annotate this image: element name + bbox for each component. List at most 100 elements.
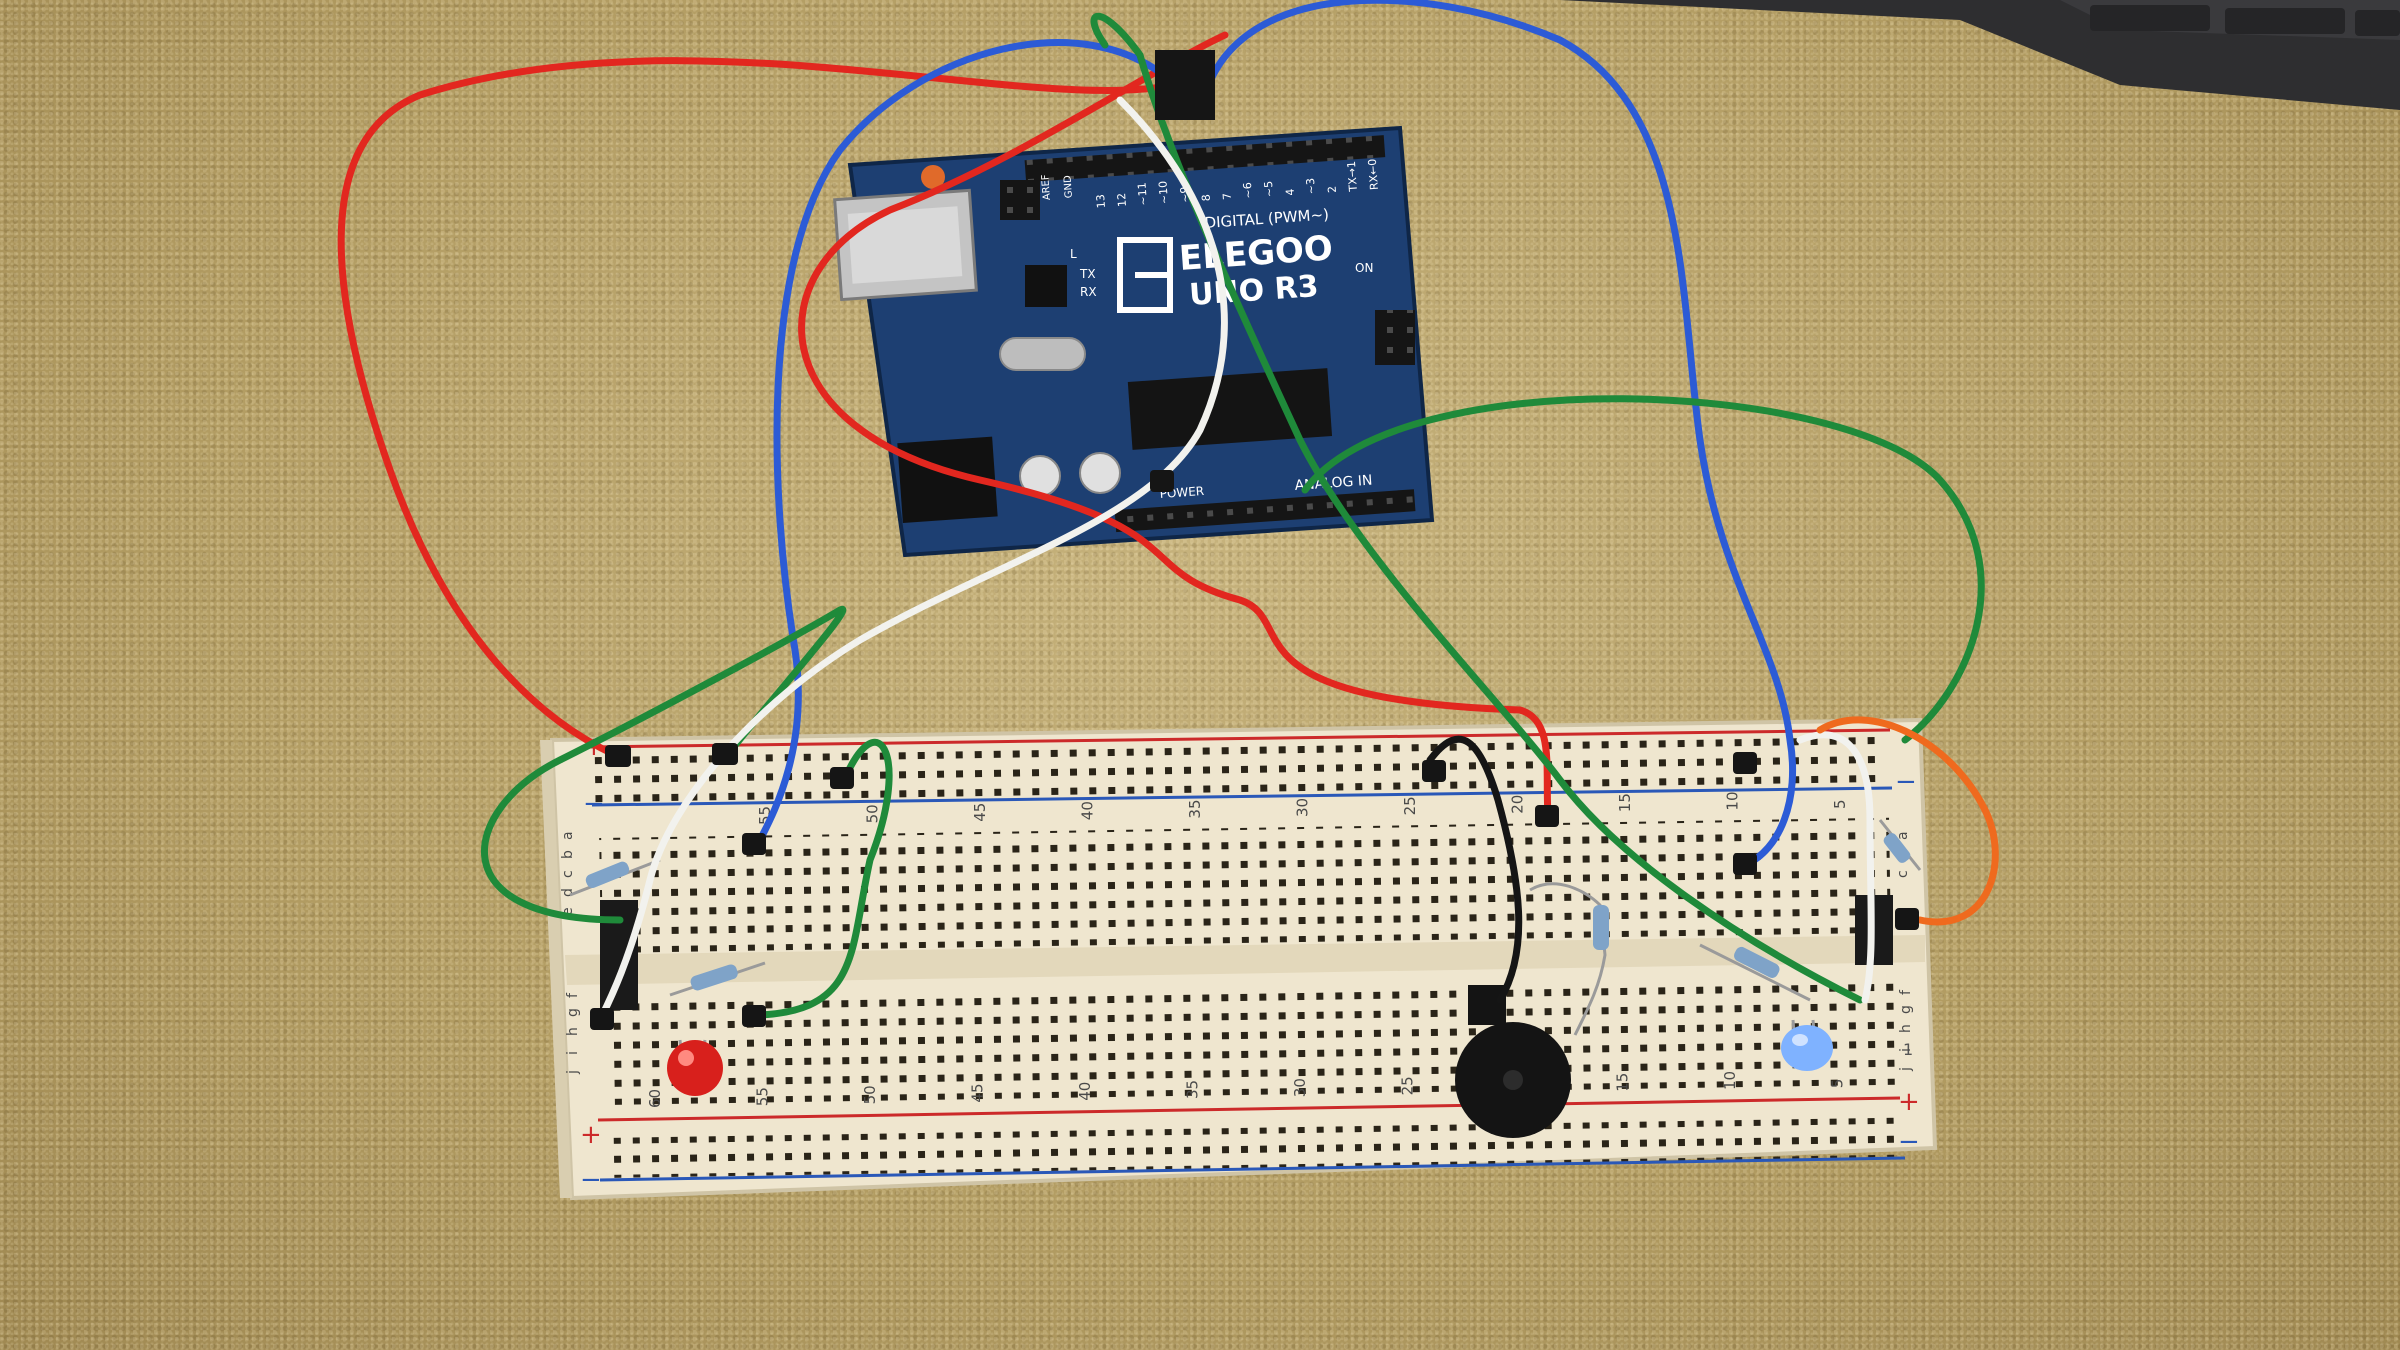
blue-wire [756, 39, 1174, 844]
row-letter: a [1895, 831, 1911, 840]
pin-number-label: ~6 [1241, 182, 1255, 199]
tx-label: TX [1079, 267, 1096, 281]
red-wire [798, 31, 1552, 819]
bottom-column-number: 25 [1399, 1076, 1417, 1095]
pin-number-label: RX←0 [1366, 158, 1381, 190]
top-column-number: 45 [971, 803, 989, 822]
piezo-buzzer [1455, 985, 1571, 1138]
mcu-chip [1127, 368, 1333, 450]
top-column-number: 50 [864, 804, 882, 823]
top-red-rail-line [589, 728, 1891, 749]
row-letter: f [1898, 989, 1914, 995]
gnd-label: GND [1062, 175, 1075, 199]
row-letter: a [560, 831, 576, 840]
row-letter: g [1898, 1005, 1914, 1014]
power-jack [897, 436, 998, 524]
row-letter: i [565, 1051, 581, 1055]
bottom-column-number: 15 [1614, 1073, 1632, 1092]
top-column-number: 35 [1186, 800, 1204, 819]
black-wire [1426, 735, 1523, 1004]
pin-number-label: TX→1 [1345, 161, 1360, 193]
bottom-column-number: 40 [1076, 1082, 1094, 1101]
top-column-number: 15 [1616, 793, 1634, 812]
top-column-number: 5 [1831, 799, 1849, 809]
row-letter: i [1898, 1048, 1914, 1052]
top-column-number: 30 [1294, 798, 1312, 817]
bottom-column-number: 5 [1829, 1079, 1847, 1089]
bottom-column-number: 50 [861, 1085, 879, 1104]
bottom-column-number: 55 [754, 1087, 772, 1106]
row-letter: g [565, 1008, 581, 1017]
keyboard-corner [1560, 0, 2400, 110]
pin-number-label: 2 [1326, 185, 1339, 193]
rail-plus-bottom-right: + [1898, 1087, 1920, 1117]
rail-minus-bottom-left: − [580, 1165, 602, 1195]
rail-minus-top-right: − [1895, 767, 1917, 797]
right-edge-number: 1 [1903, 1040, 1913, 1059]
green-wire [1090, 12, 1864, 1004]
crystal [999, 337, 1086, 371]
bottom-column-number: 35 [1184, 1080, 1202, 1099]
on-label: ON [1355, 261, 1373, 275]
l-label: L [1070, 247, 1077, 261]
row-letter: f [565, 992, 581, 998]
bottom-column-number: 10 [1721, 1071, 1739, 1090]
jumper-wires [337, 0, 1999, 1030]
resistor [669, 961, 766, 997]
row-letter: e [560, 907, 576, 916]
top-column-number: 40 [1079, 801, 1097, 820]
digital-header [1024, 135, 1386, 183]
arduino-board: ELEGOO UNO R3 DIGITAL (PWM~) ANALOG IN P… [833, 125, 1435, 558]
top-column-number: 25 [1401, 796, 1419, 815]
top-column-number: 20 [1509, 795, 1527, 814]
row-letter: c [560, 870, 576, 878]
white-wire [1796, 731, 1875, 1004]
rail-plus-bottom-left: + [580, 1120, 602, 1150]
pin-number-label: 13 [1094, 194, 1108, 209]
aref-label: AREF [1040, 174, 1053, 201]
bottom-column-number: 60 [646, 1089, 664, 1108]
reset-button [921, 165, 945, 189]
bottom-column-number: 30 [1291, 1078, 1309, 1097]
row-letter: d [560, 888, 576, 897]
pin-number-label: 12 [1115, 192, 1129, 207]
blue-led [1781, 1019, 1833, 1071]
pin-number-label: ~5 [1262, 180, 1276, 197]
row-letter: j [565, 1070, 581, 1075]
orange-wire [1816, 716, 1999, 926]
white-wire [596, 96, 1228, 1024]
pin-number-label: ~11 [1135, 182, 1150, 206]
pin-number-label: 8 [1200, 194, 1213, 202]
top-blue-rail-line [591, 786, 1893, 807]
pin-number-label: 7 [1221, 192, 1234, 200]
row-letter: h [565, 1027, 581, 1036]
row-letter: h [1898, 1024, 1914, 1033]
pin-number-label: ~10 [1156, 180, 1171, 204]
green-wire [1301, 395, 1985, 744]
red-wire [337, 57, 1219, 759]
blue-wire [1201, 0, 1797, 869]
row-letter: c [1895, 870, 1911, 878]
top-column-number: 10 [1724, 792, 1742, 811]
analog-header [1114, 489, 1416, 533]
pin-number-label: ~3 [1304, 178, 1318, 195]
row-letter: b [560, 850, 576, 859]
resistor [1699, 943, 1811, 1002]
green-wire [756, 738, 893, 1019]
row-letters: abcdefghijabcfghij [560, 831, 1914, 1075]
resistor [569, 858, 661, 897]
green-wire [481, 605, 847, 924]
bottom-blue-rail-line [599, 1156, 1906, 1182]
capacitor [1079, 452, 1121, 494]
rail-minus-top-left: − [583, 789, 605, 819]
bottom-column-number: 45 [969, 1084, 987, 1103]
red-led [667, 1039, 723, 1096]
rx-label: RX [1080, 285, 1097, 299]
bottom-red-rail-line [597, 1096, 1901, 1122]
resistor [1878, 819, 1922, 871]
pin-number-label: 4 [1284, 188, 1297, 196]
resistor [1529, 882, 1609, 1036]
rail-minus-bottom-right: − [1898, 1127, 1920, 1157]
